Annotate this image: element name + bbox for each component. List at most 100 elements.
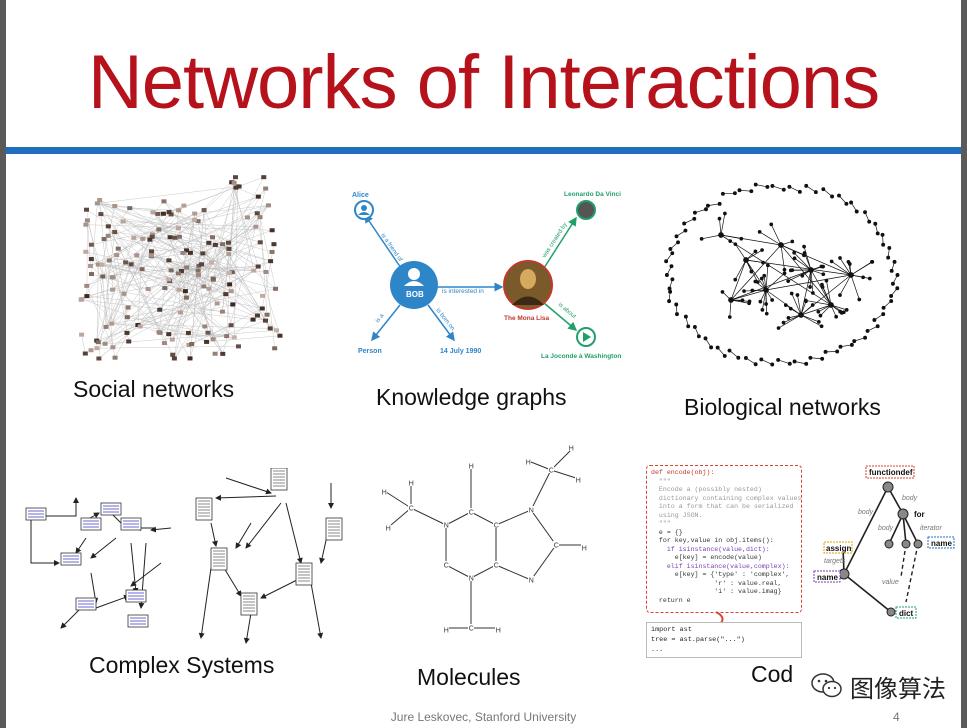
code-line: Encode a (possibly nested) [651, 486, 762, 493]
document-icon [25, 507, 47, 521]
document-icon [195, 497, 213, 521]
edge-interested: is interested in [442, 288, 484, 295]
code-line: 'r' : value.real, [651, 579, 782, 587]
ast-name-1: name [931, 539, 952, 548]
atom-label: H [386, 526, 391, 533]
atom-label: C [549, 468, 554, 475]
atom-label: C [554, 543, 559, 550]
ast-dict: dict [899, 609, 914, 618]
atom-label: C [494, 523, 499, 530]
code-line: for key,value in obj.items(): [651, 537, 774, 544]
biological-networks-label: Biological networks [684, 394, 881, 420]
atom-label: C [494, 563, 499, 570]
play-icon [583, 332, 591, 342]
ast-iterator: iterator [920, 525, 942, 532]
edge-friend: is a friend of [379, 233, 403, 263]
slide: Networks of Interactions Social networks… [6, 0, 961, 728]
atom-label: H [496, 628, 501, 635]
atom-label: H [409, 481, 414, 488]
footer-credit: Jure Leskovec, Stanford University [390, 710, 577, 724]
complex-systems-label: Complex Systems [89, 652, 275, 678]
document-icon [80, 517, 102, 531]
code-line: e = {} [651, 528, 683, 536]
code-line: if isinstance(value,dict): [651, 545, 770, 553]
snippet-line-1: import ast [651, 626, 692, 634]
title-rule [6, 147, 961, 154]
biological-network-figure [664, 182, 900, 367]
date-label: 14 July 1990 [440, 348, 481, 355]
person-icon [408, 268, 420, 280]
ast-targets: targets [824, 558, 846, 565]
slide-title: Networks of Interactions [87, 40, 880, 125]
ast-tree: functiondef body body body for iterator … [813, 465, 955, 619]
atom-label: C [444, 563, 449, 570]
watermark-text: 图像算法 [850, 674, 946, 703]
atom-label: C [409, 506, 414, 513]
edge-about: is about [557, 302, 577, 320]
code-label: Cod [751, 661, 794, 687]
code-line: e[key] = {'type' : 'complex', [651, 571, 790, 578]
davinci-node [576, 200, 596, 220]
ast-name-2: name [817, 573, 838, 582]
atom-label: C [469, 510, 474, 517]
complex-systems-figure [25, 468, 343, 644]
alice-label: Alice [352, 192, 369, 199]
code-lines: def encode(obj): """ Encode a (possibly … [651, 469, 802, 605]
atom-label: H [469, 464, 474, 471]
atom-label: H [526, 460, 531, 467]
atom-label: H [382, 490, 387, 497]
code-line: elif isinstance(value,complex): [651, 562, 790, 570]
code-block: def encode(obj): """ Encode a (possibly … [646, 465, 802, 613]
code-snippet: import ast tree = ast.parse("...") ... [646, 622, 802, 658]
knowledge-graphs-label: Knowledge graphs [376, 384, 567, 410]
document-icon [210, 547, 228, 571]
code-line: dictionary containing complex values [651, 494, 802, 502]
ast-functiondef: functiondef [869, 468, 913, 477]
ast-body-1: body [902, 495, 918, 502]
ast-value: value [882, 579, 899, 586]
atom-label: N [469, 576, 474, 583]
atom-label: H [569, 446, 574, 453]
joconde-label: La Joconde à Washington [541, 353, 621, 360]
document-icon [295, 562, 313, 586]
atom-label: N [529, 578, 534, 585]
ast-body-2: body [858, 509, 874, 516]
molecules-label: Molecules [417, 664, 521, 690]
knowledge-graph-figure: is a friend of is interested in is a is … [352, 191, 621, 360]
person-label: Person [358, 348, 382, 355]
bob-label: BOB [406, 290, 424, 299]
code-line: 'i' : value.imag} [651, 588, 782, 595]
atom-label: H [582, 546, 587, 553]
document-icon [325, 517, 343, 541]
mona-lisa-label: The Mona Lisa [504, 315, 550, 322]
watermark: 图像算法 [810, 668, 946, 704]
document-icon [60, 552, 82, 566]
ast-body-3: body [878, 525, 894, 532]
ast-assign: assign [826, 544, 851, 553]
code-line: def encode(obj): [651, 469, 715, 476]
social-networks-label: Social networks [73, 376, 235, 402]
code-line: """ [651, 520, 671, 527]
code-line: return e [651, 596, 691, 604]
document-icon [75, 597, 97, 611]
document-icon [127, 614, 149, 628]
page-number: 4 [893, 710, 900, 724]
code-line: e[key] = encode(value) [651, 554, 762, 561]
atom-label: N [444, 523, 449, 530]
snippet-line-2: tree = ast.parse("...") [651, 636, 745, 644]
code-line: """ [651, 477, 671, 485]
document-icon [120, 517, 142, 531]
wechat-icon [811, 673, 842, 698]
document-icon [100, 502, 122, 516]
code-line: using JSON. [651, 511, 703, 519]
ast-for: for [914, 510, 925, 519]
atom-label: C [469, 626, 474, 633]
document-icon [270, 468, 288, 491]
document-icon [125, 589, 147, 603]
atom-label: H [576, 478, 581, 485]
edge-created: was created by [541, 222, 569, 260]
atom-label: H [444, 628, 449, 635]
code-line: into a form that can be serialized [651, 503, 794, 510]
edge-isa: is a [375, 313, 386, 325]
document-icon [240, 592, 258, 616]
